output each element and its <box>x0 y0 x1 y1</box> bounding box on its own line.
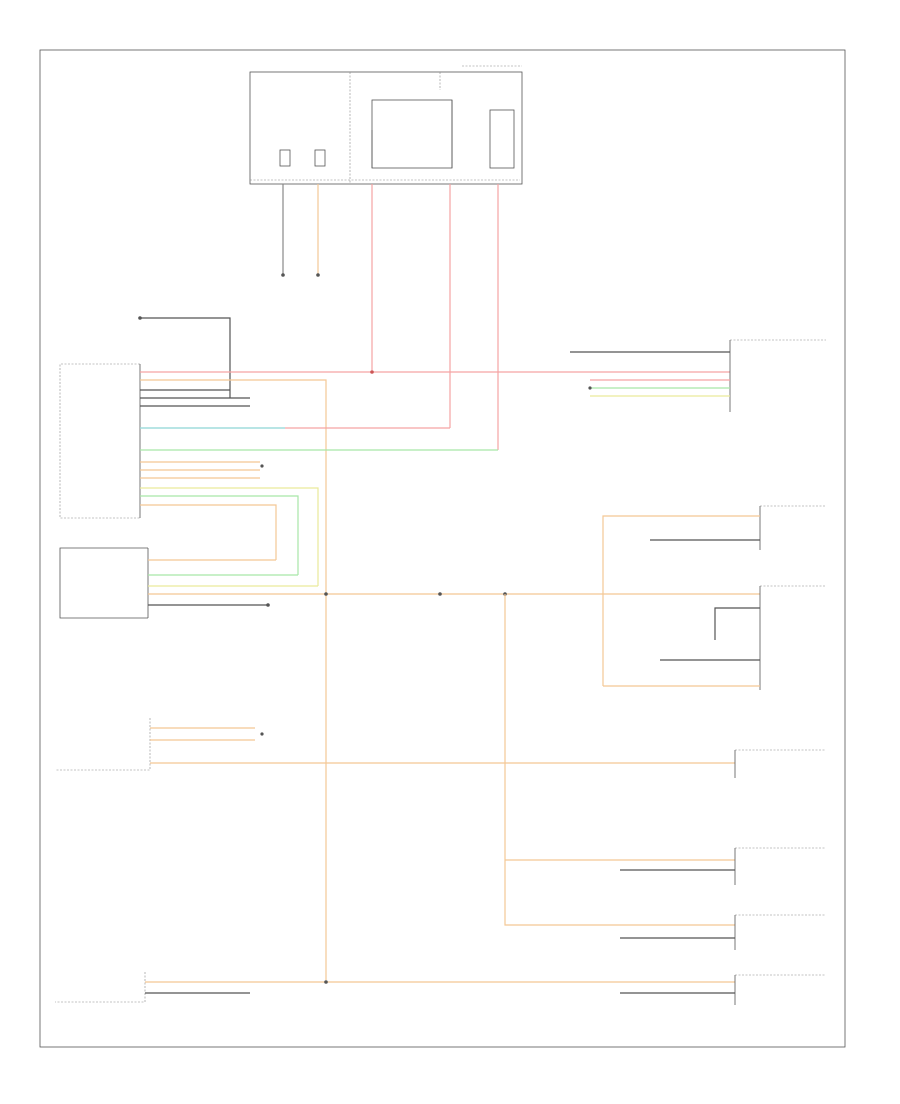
wire-green-2 <box>140 495 299 575</box>
wire-orange-trunk-2 <box>504 594 735 926</box>
cluster-module <box>59 363 141 519</box>
right-module-6 <box>734 914 826 950</box>
right-module-3 <box>759 585 826 690</box>
wire-ground-top <box>140 317 231 398</box>
right-module-2 <box>759 505 826 550</box>
splice-dot <box>316 273 320 277</box>
power-distribution-box <box>249 65 523 185</box>
wire-yellow <box>140 487 319 586</box>
bottom-left-module <box>55 972 146 1003</box>
diagram-frame <box>39 49 846 1048</box>
right-module-4 <box>734 749 826 778</box>
splice-dot <box>281 273 285 277</box>
wire-orange-right <box>602 515 760 686</box>
right-module-5 <box>734 847 826 885</box>
radio-module <box>59 547 149 619</box>
bottom-right-module <box>734 974 826 1005</box>
wire-orange-2 <box>140 504 277 560</box>
wire-orange-cluster <box>140 379 327 598</box>
left-switch-module <box>55 718 151 771</box>
right-module-top <box>729 339 826 412</box>
